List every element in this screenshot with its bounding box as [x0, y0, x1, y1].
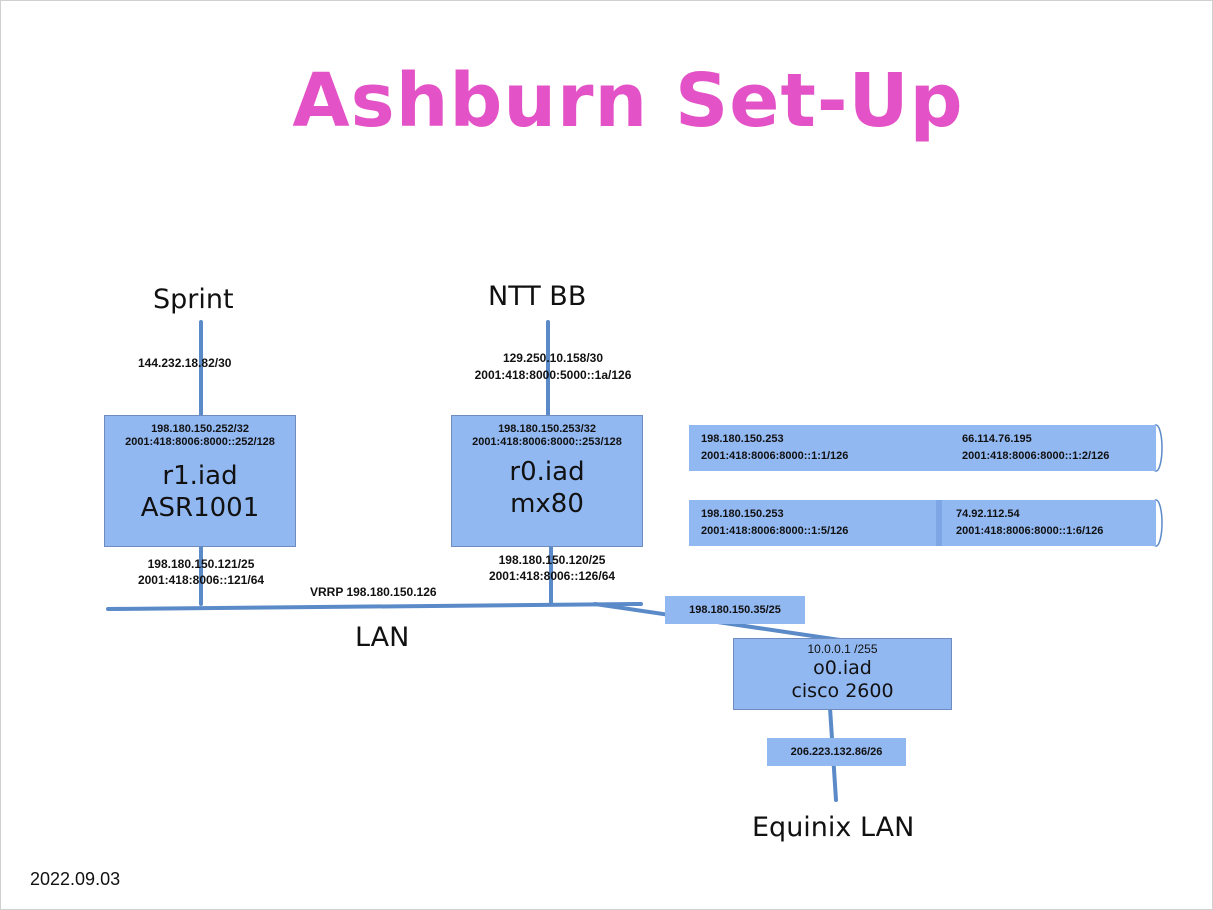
tunnel-2-right-v4: 74.92.112.54: [956, 508, 1020, 520]
r0-lan-v4: 198.180.150.120/25: [498, 553, 606, 567]
lan-label: LAN: [355, 622, 410, 653]
tunnel-2: 198.180.150.253 2001:418:8006:8000::1:5/…: [689, 500, 1156, 546]
r0-loopback-v6: 2001:418:8006:8000::253/128: [472, 436, 622, 448]
r1-name: r1.iad: [162, 461, 238, 491]
sprint-label: Sprint: [153, 284, 234, 315]
tunnel-1-right-v6: 2001:418:8006:8000::1:2/126: [962, 450, 1110, 462]
tunnel-2-left-v6: 2001:418:8006:8000::1:5/126: [701, 525, 849, 537]
vrrp-address: VRRP 198.180.150.126: [310, 585, 437, 599]
r0-router-box: 198.180.150.253/32 2001:418:8006:8000::2…: [451, 415, 643, 547]
tunnel-1-left-v6: 2001:418:8006:8000::1:1/126: [701, 450, 849, 462]
o0-name: o0.iad: [813, 657, 872, 679]
r0-name: r0.iad: [509, 457, 585, 487]
ntt-link-v4: 129.250.10.158/30: [502, 351, 604, 365]
tunnel-1-left-v4: 198.180.150.253: [701, 433, 784, 445]
lan-segment-line: [106, 602, 643, 611]
r0-model: mx80: [510, 489, 584, 519]
o0-lan-link-address: 198.180.150.35/25: [665, 596, 805, 624]
o0-mgmt-address: 10.0.0.1 /255: [807, 642, 878, 656]
equinix-link-address: 206.223.132.86/26: [767, 738, 906, 766]
slide-date: 2022.09.03: [30, 869, 121, 889]
r1-lan-v6: 2001:418:8006::121/64: [137, 573, 265, 587]
tunnel-1-right-v4: 66.114.76.195: [962, 433, 1032, 445]
o0-model: cisco 2600: [791, 680, 894, 702]
ntt-link-v6: 2001:418:8000:5000::1a/126: [474, 368, 632, 382]
ntt-label: NTT BB: [488, 281, 587, 312]
equinix-lan-label: Equinix LAN: [752, 812, 915, 843]
sprint-link-address: 144.232.18.82/30: [138, 356, 232, 370]
tunnel-2-right-v6: 2001:418:8006:8000::1:6/126: [956, 525, 1104, 537]
tunnel-2-left-v4: 198.180.150.253: [701, 508, 784, 520]
r1-loopback-v6: 2001:418:8006:8000::252/128: [125, 436, 275, 448]
r1-loopback-v4: 198.180.150.252/32: [151, 423, 249, 435]
tunnel-1: 198.180.150.253 2001:418:8006:8000::1:1/…: [689, 425, 1156, 471]
r1-lan-v4: 198.180.150.121/25: [147, 557, 255, 571]
slide-title: Ashburn Set-Up: [292, 58, 964, 144]
r0-lan-v6: 2001:418:8006::126/64: [488, 569, 616, 583]
o0-router-box: 10.0.0.1 /255 o0.iad cisco 2600: [733, 638, 952, 710]
r1-router-box: 198.180.150.252/32 2001:418:8006:8000::2…: [104, 415, 296, 547]
tunnel-2-divider: [936, 500, 942, 546]
r1-model: ASR1001: [140, 493, 260, 523]
r0-loopback-v4: 198.180.150.253/32: [498, 423, 596, 435]
